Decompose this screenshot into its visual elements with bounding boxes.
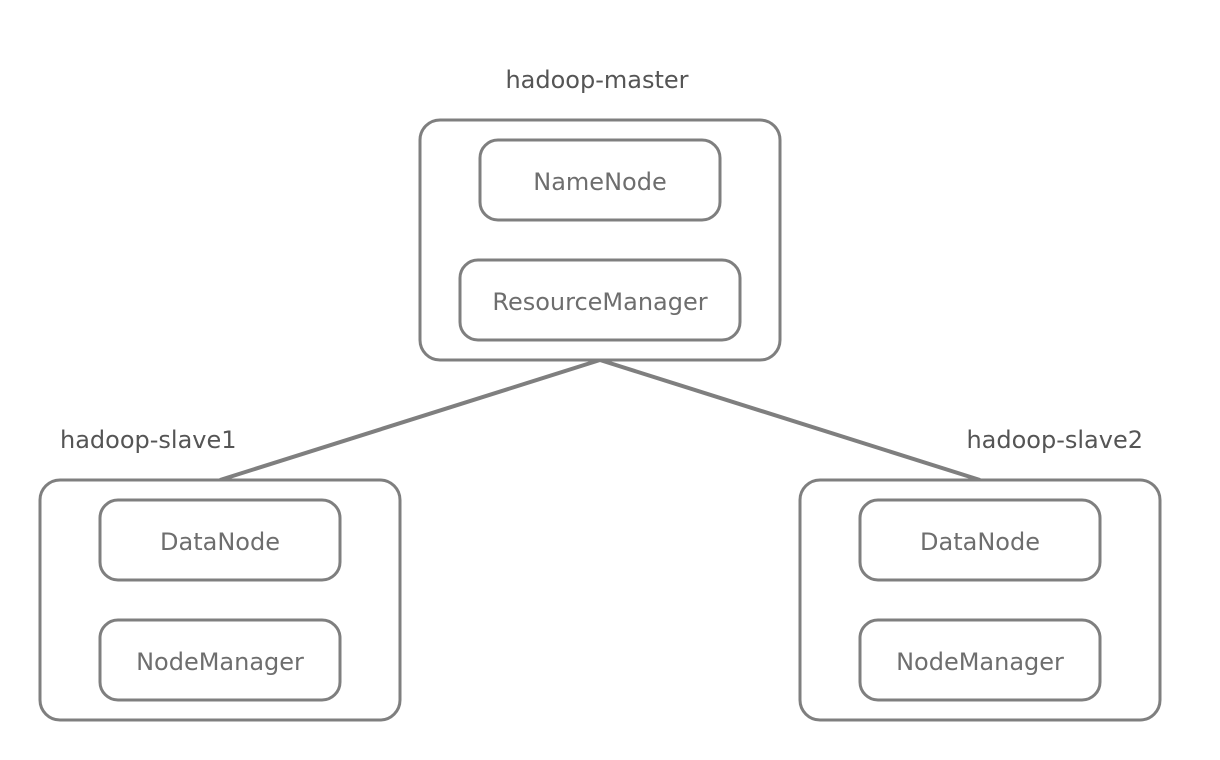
link-master-to-slave2 [599,358,981,482]
resourcemanager-label: ResourceManager [492,288,707,316]
master-node-group: hadoop-master NameNode ResourceManager [418,66,782,362]
slave1-node-label: hadoop-slave1 [60,426,237,454]
slave2-datanode-box [858,498,1102,582]
slave2-nodemanager-box [858,618,1102,702]
slave1-datanode-label: DataNode [160,528,280,556]
link-master-to-slave1 [219,358,601,482]
slave1-datanode-box [98,498,342,582]
slave2-datanode-label: DataNode [920,528,1040,556]
slave2-nodemanager-label: NodeManager [896,648,1064,676]
slave1-node-group: hadoop-slave1 DataNode NodeManager [38,426,402,722]
slave2-node-label: hadoop-slave2 [966,426,1143,454]
namenode-box [478,138,722,222]
resourcemanager-box [458,258,742,342]
slave1-nodemanager-label: NodeManager [136,648,304,676]
master-node-label: hadoop-master [505,66,688,94]
namenode-label: NameNode [533,168,666,196]
slave2-node-group: hadoop-slave2 DataNode NodeManager [798,426,1162,722]
slave1-nodemanager-box [98,618,342,702]
